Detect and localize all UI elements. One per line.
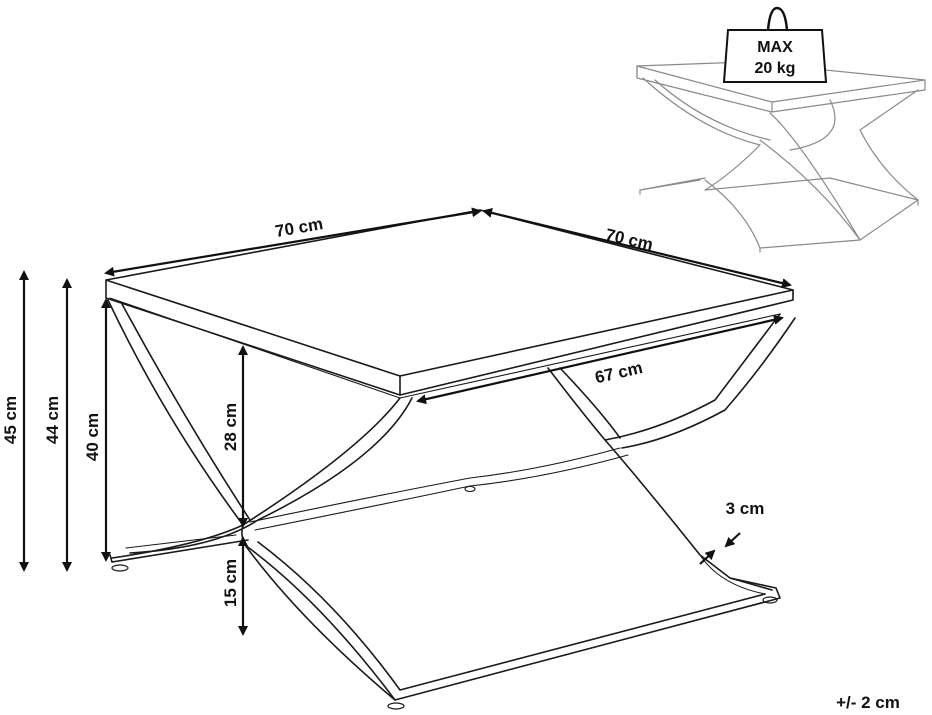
max-load-line1: MAX [757,39,793,56]
label-tolerance: +/- 2 cm [836,693,900,712]
label-width-side: 70 cm [604,225,655,254]
label-leg-cross-height: 28 cm [221,403,240,451]
label-frame-height: 40 cm [83,413,102,461]
label-height-44: 44 cm [43,396,62,444]
dimension-lines [19,207,792,636]
label-frame-thickness: 3 cm [726,499,765,518]
label-lower-height: 15 cm [221,559,240,607]
reference-table-thumbnail [636,61,926,253]
dimension-labels: 70 cm 70 cm 67 cm 45 cm 44 cm 40 cm 28 c… [1,214,900,712]
label-inner-span: 67 cm [593,358,644,387]
max-load-line2: 20 kg [755,60,796,77]
main-table-drawing [105,209,796,710]
max-load-weight-icon: MAX 20 kg [722,6,828,83]
label-total-height: 45 cm [1,396,20,444]
